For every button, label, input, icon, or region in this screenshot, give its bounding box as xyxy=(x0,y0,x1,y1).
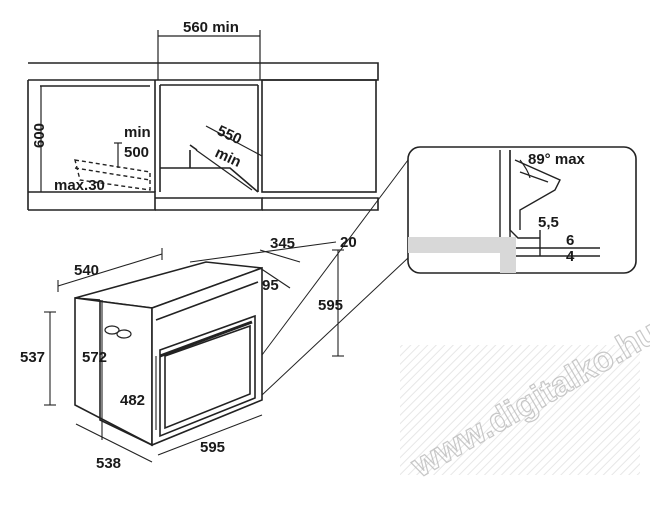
detail-d3: 4 xyxy=(566,248,575,265)
detail-d1: 5,5 xyxy=(538,214,559,231)
oven-side-height-label: 572 xyxy=(82,349,107,366)
bottom-slab-mid xyxy=(155,197,263,211)
cabinet-section xyxy=(27,62,379,211)
oven-width-label: 540 xyxy=(74,262,99,279)
oven-body xyxy=(74,261,263,447)
counter-slab xyxy=(408,237,516,253)
oven-height-label: 595 xyxy=(318,297,343,314)
max-label: max.30 xyxy=(54,177,105,194)
depth-label-bottom: min xyxy=(212,144,243,171)
oven-door-height-label: 482 xyxy=(120,392,145,409)
ventilation-opening xyxy=(74,159,151,191)
callout-leaders xyxy=(261,159,409,396)
oven-dimensions xyxy=(44,241,344,463)
oven-vents xyxy=(104,325,132,339)
side-panel xyxy=(500,237,516,273)
inner-corner xyxy=(189,144,198,151)
depth-dimension xyxy=(195,125,263,191)
opening-dashes xyxy=(74,159,151,191)
detail-callout xyxy=(407,146,637,274)
min-label: min xyxy=(124,124,151,141)
cabinet-door xyxy=(261,79,377,193)
oven-depth-label: 345 xyxy=(270,235,295,252)
oven-body-height-label: 537 xyxy=(20,349,45,366)
gap-label: 500 xyxy=(124,144,149,161)
upper-slab xyxy=(28,62,379,81)
oven-front-width-label: 595 xyxy=(200,439,225,456)
watermark-texture xyxy=(400,345,640,475)
width-label: 560 min xyxy=(183,19,239,36)
width-dimension xyxy=(157,30,261,80)
bottom-slab-right xyxy=(262,197,379,211)
oven-top-label: 20 xyxy=(340,234,357,251)
oven-bottom-depth-label: 538 xyxy=(96,455,121,472)
gap-dimension xyxy=(114,142,122,168)
inner-shelf xyxy=(160,167,259,193)
detail-d2: 6 xyxy=(566,232,574,249)
bottom-slab-left xyxy=(28,191,156,211)
height-label: 600 xyxy=(31,123,48,148)
angle-label: 89° max xyxy=(528,151,586,168)
ventilation-line xyxy=(74,167,151,181)
oven-offset-label: 95 xyxy=(262,277,279,294)
